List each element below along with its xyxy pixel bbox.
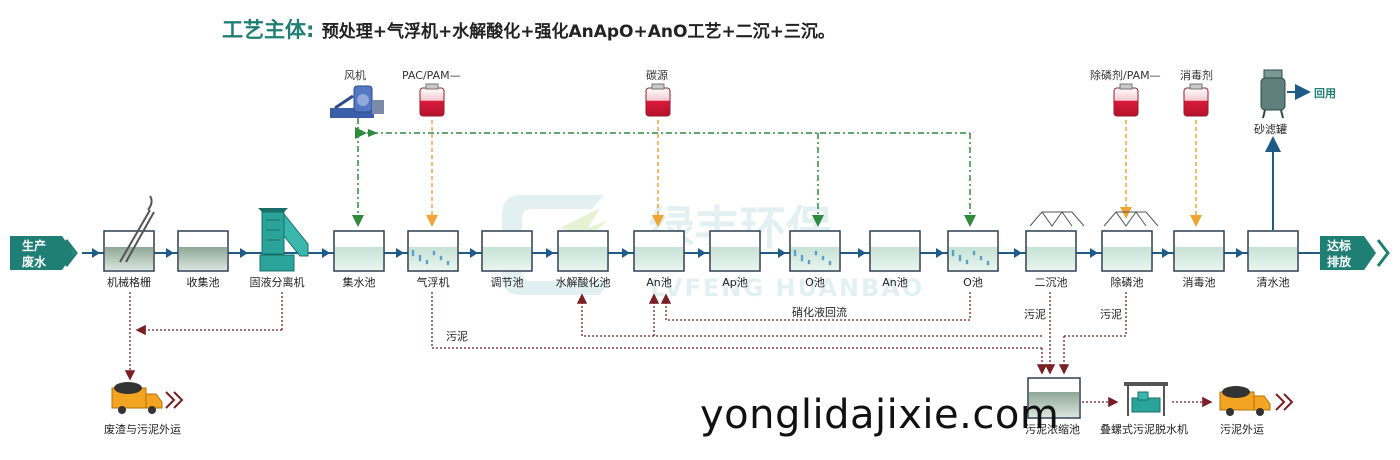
tank-1 [103, 230, 155, 272]
sludge-label-2: 污泥 [1024, 308, 1046, 321]
truck-icon-1 [111, 382, 184, 414]
chemical-tanks: PAC/PAM— 碳源 除磷剂/PAM— 消毒剂 [402, 68, 1213, 117]
tank-6 [481, 230, 533, 272]
chemical-label-4: 消毒剂 [1180, 68, 1213, 82]
flow-arrow-10 [858, 248, 866, 258]
page-title: 工艺主体: 预处理+气浮机+水解酸化+强化AnApO+AnO工艺+二沉+三沉。 [222, 14, 835, 44]
blower-label: 风机 [344, 68, 366, 82]
inflow-line2: 废水 [22, 254, 47, 269]
flow-arrow-5 [470, 248, 478, 258]
flow-arrow-11 [936, 248, 944, 258]
screw-press-icon [1124, 382, 1168, 416]
title-colon: : [306, 18, 315, 42]
bar-screen-icon [119, 195, 155, 263]
inflow-line1: 生产 [22, 238, 46, 253]
tank-2 [177, 230, 229, 272]
tank-4 [333, 230, 385, 272]
tank-8 [633, 230, 685, 272]
title-head: 工艺主体 [222, 18, 306, 42]
tank-14 [1101, 230, 1153, 272]
tank-label-12: O池 [963, 276, 983, 289]
logo-en: LVFENG HUANBAO [650, 274, 924, 302]
chemical-label-1: PAC/PAM— [402, 69, 461, 82]
tank-label-6: 调节池 [491, 276, 524, 289]
title-body: 预处理+气浮机+水解酸化+强化AnApO+AnO工艺+二沉+三沉。 [321, 22, 835, 42]
tank-label-9: Ap池 [722, 276, 748, 289]
tank-label-14: 除磷池 [1111, 275, 1144, 289]
solid-liquid-separator-icon [258, 208, 309, 257]
flow-arrow-12 [1014, 248, 1022, 258]
flow-arrow-7 [622, 248, 630, 258]
air-supply-line [352, 118, 976, 227]
flow-arrow-4 [396, 248, 404, 258]
chemical-label-3: 除磷剂/PAM— [1090, 68, 1161, 82]
tank-label-1: 机械格栅 [107, 275, 151, 289]
tank-10 [789, 230, 841, 272]
tank-label-15: 消毒池 [1183, 275, 1216, 289]
tank-label-8: An池 [646, 276, 672, 289]
truck-1-label: 废渣与污泥外运 [104, 422, 181, 436]
sludge-lines [124, 292, 1213, 408]
flow-arrow-8 [698, 248, 706, 258]
tank-labels: 机械格栅 收集池 固液分离机 集水池 气浮机 调节池 水解酸化池 An池 Ap池 O池 An池 O池 二… [107, 275, 1290, 289]
tank-label-3: 固液分离机 [250, 275, 305, 289]
tank-12 [947, 230, 999, 272]
tank-label-5: 气浮机 [417, 275, 450, 289]
tank-label-11: An池 [882, 276, 908, 289]
flow-arrow-15 [1236, 248, 1244, 258]
tank-11 [869, 230, 921, 272]
nitrate-return-label: 硝化液回流 [792, 305, 847, 319]
site-watermark: yonglidajixie.com [700, 392, 1060, 438]
chemical-label-2: 碳源 [646, 68, 668, 82]
tank-7 [557, 230, 609, 272]
flow-arrow-0 [92, 248, 100, 258]
truck-icon-2 [1219, 386, 1294, 416]
tank-3 [259, 254, 295, 272]
chemical-tank-4 [1183, 83, 1209, 117]
outflow-line1: 达标 [1327, 238, 1351, 253]
chemical-tank-1 [419, 83, 445, 117]
truck-2-label: 污泥外运 [1220, 423, 1264, 436]
sludge-label-3: 污泥 [1100, 308, 1122, 321]
tank-label-16: 清水池 [1257, 276, 1290, 289]
sludge-thickener-tank [1027, 377, 1081, 419]
tank-9 [709, 230, 761, 272]
flow-arrow-1 [166, 248, 174, 258]
sludge-label-1: 污泥 [446, 330, 468, 343]
flow-arrow-9 [778, 248, 786, 258]
tank-15 [1173, 230, 1225, 272]
outflow-line2: 排放 [1327, 254, 1352, 269]
flow-arrow-2 [240, 248, 248, 258]
dosing-lines [426, 120, 1202, 227]
clarifier-scraper-icon [1029, 211, 1085, 227]
tank-label-4: 集水池 [343, 275, 376, 289]
sand-filter-icon [1260, 69, 1286, 119]
tank-label-10: O池 [805, 276, 825, 289]
tank-label-7: 水解酸化池 [556, 275, 611, 289]
tank-13 [1025, 230, 1077, 272]
thickener-label: 污泥浓缩池 [1025, 423, 1080, 436]
flow-arrows [92, 248, 1244, 258]
inflow-badge: 生产 废水 [10, 236, 78, 270]
logo-watermark: 绿丰环保 LVFENG HUANBAO [502, 195, 924, 302]
tank-label-13: 二沉池 [1035, 276, 1068, 289]
flow-arrow-14 [1162, 248, 1170, 258]
outflow-badge: 达标 排放 [1320, 236, 1390, 270]
blower-icon [330, 85, 384, 118]
flow-arrow-13 [1090, 248, 1098, 258]
tank-16 [1247, 230, 1299, 272]
tank-5 [407, 230, 459, 272]
flow-arrow-6 [546, 248, 554, 258]
dewater-label: 叠螺式污泥脱水机 [1100, 422, 1188, 436]
sand-filter-label: 砂滤罐 [1254, 123, 1287, 136]
tank-row [103, 230, 1299, 272]
chemical-tank-3 [1113, 83, 1139, 117]
flow-arrow-3 [322, 248, 330, 258]
tank-label-2: 收集池 [187, 275, 220, 289]
reuse-label: 回用 [1314, 86, 1336, 100]
phosphorus-tank-scraper-icon [1103, 211, 1159, 227]
chemical-tank-2 [645, 83, 671, 117]
